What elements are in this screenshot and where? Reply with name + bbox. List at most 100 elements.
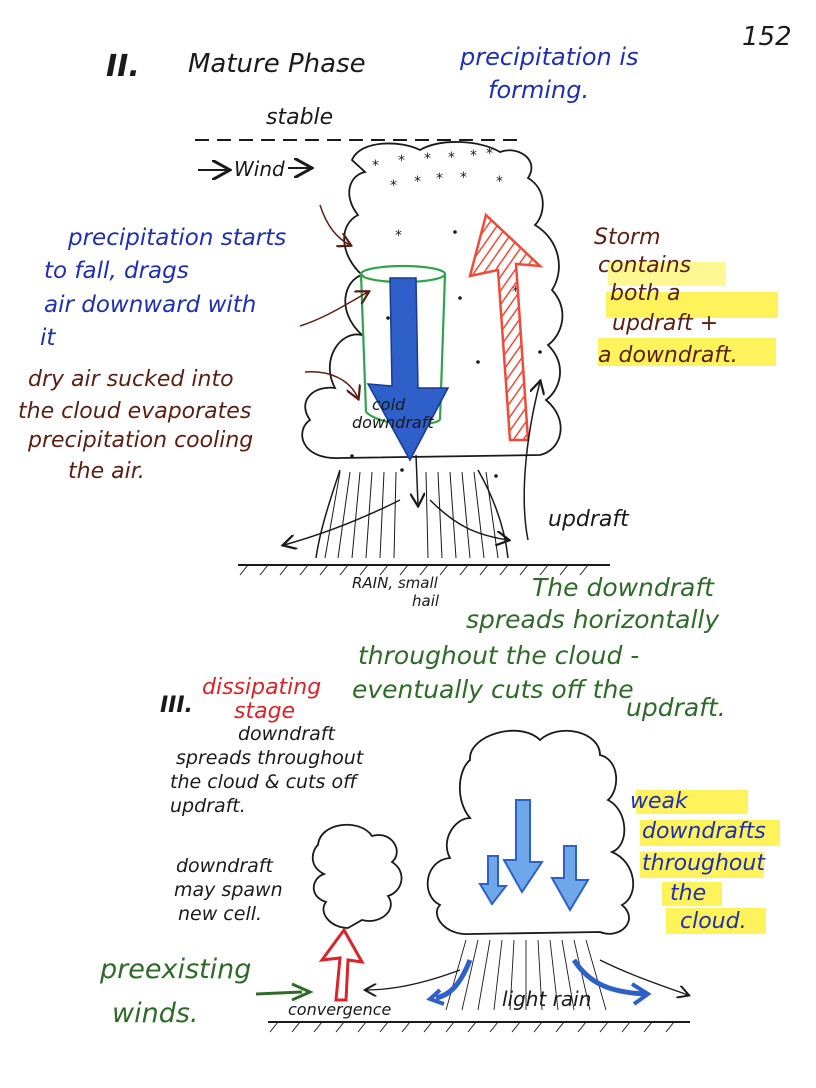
desc-line: downdraft	[238, 723, 336, 745]
stable-label: stable	[266, 105, 333, 130]
note-line: forming.	[488, 76, 589, 104]
light-rain-shaft	[445, 939, 607, 1011]
svg-text:*: *	[390, 178, 397, 194]
highlight	[598, 338, 776, 366]
title-line: dissipating	[202, 675, 321, 700]
rain-hail-label: RAIN, small hail	[352, 574, 440, 610]
section-2-title: Mature Phase	[188, 49, 366, 79]
svg-text:*: *	[460, 170, 467, 186]
highlight	[640, 852, 764, 878]
outflow-arrow-black-right	[599, 959, 688, 995]
weak-downdraft-arrows	[478, 799, 590, 912]
desc-line: the cloud & cuts off	[170, 771, 359, 793]
note-line: throughout the cloud -	[358, 641, 639, 670]
note-line: air downward with	[44, 292, 256, 318]
dry-air-note: dry air sucked into the cloud evaporates…	[18, 367, 253, 484]
label-line: cold	[372, 395, 406, 414]
page-number: 152	[742, 22, 792, 52]
highlight	[662, 882, 722, 906]
highlight	[606, 292, 778, 318]
cold-downdraft-label: cold downdraft	[352, 395, 434, 432]
note-line: the air.	[68, 459, 145, 484]
title-line: stage	[234, 699, 295, 724]
svg-text:*: *	[448, 150, 455, 166]
note-line: both a	[610, 281, 680, 306]
spawn-note: downdraft may spawn new cell.	[174, 855, 283, 925]
outflow-arrow-right	[429, 499, 508, 540]
wind-label: Wind	[234, 157, 285, 181]
rain-shaft	[315, 469, 509, 559]
precipitation-drag-note: precipitation starts to fall, drags air …	[40, 225, 286, 351]
note-line: precipitation is	[459, 43, 639, 71]
note-line: contains	[598, 253, 691, 278]
note-line: downdrafts	[642, 819, 766, 844]
outflow-arrow-black-left	[366, 969, 461, 990]
light-rain-label: light rain	[502, 987, 591, 1011]
svg-text:*: *	[436, 171, 443, 187]
updraft-label: updraft	[548, 507, 630, 532]
ground-line	[238, 564, 610, 576]
weak-downdraft-arrow	[478, 855, 509, 906]
dissipating-description: downdraft spreads throughout the cloud &…	[170, 723, 365, 817]
svg-text:*: *	[395, 228, 402, 244]
pointer-arrow-dry-air	[304, 371, 358, 398]
note-line: winds.	[112, 998, 198, 1029]
weak-downdraft-arrow	[502, 799, 544, 894]
wind-indicator: Wind	[198, 157, 310, 181]
raindrops	[350, 230, 542, 478]
desc-line: updraft.	[170, 795, 246, 817]
note-line: to fall, drags	[44, 258, 189, 284]
note-line: Storm	[594, 225, 661, 250]
outflow-arrow-center	[416, 454, 418, 505]
weak-downdraft-arrow	[550, 845, 590, 912]
note-line: updraft +	[612, 311, 718, 336]
mature-cloud-outline	[301, 141, 564, 459]
downdraft-spreads-note: The downdraft spreads horizontally throu…	[352, 573, 726, 722]
note-line: weak	[630, 789, 689, 814]
precipitation-forming-note: precipitation is forming.	[459, 43, 639, 104]
section-2-heading: II. Mature Phase	[106, 49, 366, 84]
inflow-updraft-arrow	[523, 382, 540, 541]
ground-line-2	[268, 1021, 690, 1033]
svg-text:*: *	[398, 153, 405, 169]
svg-text:*: *	[486, 146, 493, 162]
label-line: hail	[412, 592, 440, 610]
pointer-arrow-drag	[299, 292, 368, 327]
pointer-arrow-precip	[319, 204, 350, 245]
note-line: it	[40, 325, 56, 351]
dissipating-cloud-outline	[426, 729, 635, 935]
new-cell-updraft-arrow	[318, 927, 365, 1002]
new-cell-cloud	[311, 823, 403, 929]
svg-text:*: *	[424, 151, 431, 167]
blue-outflow-arrows	[426, 958, 652, 1006]
updraft-arrow	[468, 212, 544, 442]
label-line: RAIN, small	[352, 574, 439, 592]
note-line: new cell.	[178, 903, 262, 925]
outflow-arrow-left	[284, 499, 401, 545]
note-line: the cloud evaporates	[18, 399, 251, 424]
label-line: downdraft	[352, 413, 434, 432]
desc-line: spreads throughout	[176, 747, 365, 769]
svg-text:*: *	[414, 174, 421, 190]
highlight	[608, 262, 726, 286]
note-line: preexisting	[99, 954, 251, 985]
cold-downdraft-arrow	[366, 277, 450, 462]
section-3-numeral: III.	[160, 693, 193, 718]
note-line: spreads horizontally	[466, 605, 720, 634]
storm-contains-note: Storm contains both a updraft + a downdr…	[594, 225, 778, 368]
preexisting-wind-arrow	[255, 982, 314, 1002]
note-line: the	[670, 881, 706, 906]
weak-downdrafts-note: weak downdrafts throughout the cloud.	[630, 789, 780, 934]
highlight	[636, 790, 748, 814]
note-line: downdraft	[176, 855, 274, 877]
note-line: precipitation cooling	[27, 428, 253, 453]
svg-text:*: *	[372, 158, 379, 174]
dissipating-stage-title: dissipating stage	[202, 675, 321, 724]
note-line: eventually cuts off the	[352, 675, 634, 704]
note-line: may spawn	[174, 879, 283, 901]
note-line: updraft.	[626, 693, 726, 722]
section-2-numeral: II.	[106, 49, 140, 84]
highlight	[666, 908, 766, 934]
note-line: The downdraft	[532, 573, 715, 602]
